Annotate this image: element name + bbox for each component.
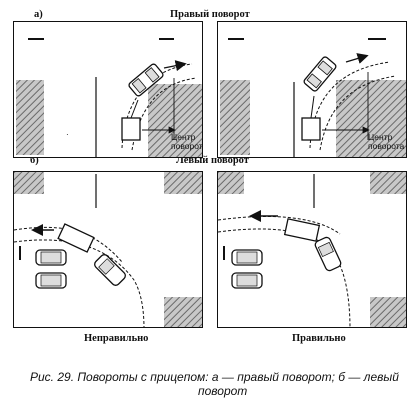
figure-caption: Рис. 29. Повороты с прицепом: а — правый… [30, 370, 399, 398]
trailer-icon [283, 218, 321, 242]
figure-caption-line2: поворот [198, 384, 248, 398]
turn-center-label-line2: поворота [171, 141, 203, 151]
caption-right: Правильно [292, 333, 346, 344]
building-block [164, 297, 202, 327]
building-block [14, 172, 44, 194]
building-block [370, 297, 406, 327]
turn-center-label-line1: Центр [171, 132, 196, 142]
turn-center-label-line2: поворота [368, 141, 405, 151]
diagram-left-turn-wrong [13, 171, 203, 328]
caption-wrong: Неправильно [84, 333, 149, 344]
section-a-title: Правый поворот [170, 9, 250, 20]
car-icon [94, 254, 126, 286]
trailer-icon [57, 223, 95, 253]
section-b-title: Левый поворот [176, 155, 249, 166]
svg-text:·: · [66, 130, 69, 139]
building-block [336, 80, 406, 157]
figure-caption-line1: Рис. 29. Повороты с прицепом: а — правый… [30, 370, 399, 384]
car-icon [314, 236, 342, 272]
building-block [16, 80, 44, 155]
section-b-letter: б) [30, 155, 39, 166]
turn-center-label: Центр поворота [368, 133, 404, 151]
diagram-right-turn-right: Центр поворота [217, 21, 407, 158]
trailer-icon [301, 95, 321, 141]
trailer-icon [121, 99, 141, 141]
section-a-letter: а) [34, 9, 43, 20]
turn-center-label: Центр поворота [171, 132, 203, 151]
building-block [218, 172, 244, 194]
car-icon [35, 249, 67, 266]
car-icon [303, 56, 337, 92]
diagram-left-turn-right [217, 171, 407, 328]
car-icon [35, 272, 67, 289]
turn-center-label-line1: Центр [368, 132, 393, 142]
car-icon [231, 249, 263, 266]
car-icon [231, 272, 263, 289]
car-icon [128, 63, 164, 97]
building-block [164, 172, 202, 194]
building-block [370, 172, 406, 194]
building-block [220, 80, 250, 155]
diagram-right-turn-left: · Центр поворота [13, 21, 203, 158]
